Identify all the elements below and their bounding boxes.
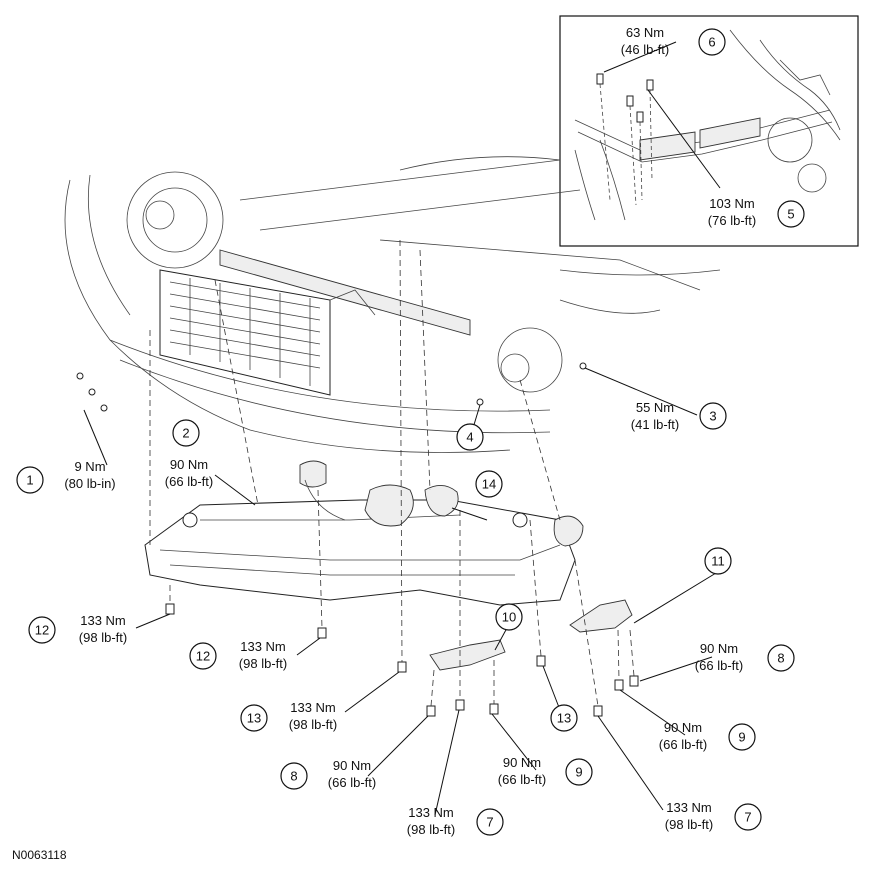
callout-10: 10 — [495, 603, 523, 631]
svg-text:12: 12 — [196, 649, 210, 664]
leader-lines — [83, 41, 721, 816]
callout-5: 5 103 Nm (76 lb-ft) — [708, 196, 805, 228]
svg-text:4: 4 — [466, 430, 473, 445]
callout-12-b: 12 133 Nm (98 lb-ft) — [189, 639, 287, 671]
svg-text:7: 7 — [744, 810, 751, 825]
callout-2: 2 90 Nm (66 lb-ft) — [165, 419, 213, 489]
svg-text:90 Nm: 90 Nm — [333, 758, 371, 773]
figure-id: N0063118 — [12, 848, 67, 862]
svg-text:(98 lb-ft): (98 lb-ft) — [79, 630, 127, 645]
svg-text:(76 lb-ft): (76 lb-ft) — [708, 213, 756, 228]
svg-text:133 Nm: 133 Nm — [408, 805, 454, 820]
svg-text:5: 5 — [787, 207, 794, 222]
svg-text:(80 lb-in): (80 lb-in) — [64, 476, 115, 491]
svg-text:103 Nm: 103 Nm — [709, 196, 755, 211]
svg-text:(66 lb-ft): (66 lb-ft) — [695, 658, 743, 673]
callout-9-a: 9 90 Nm (66 lb-ft) — [659, 720, 756, 752]
svg-text:8: 8 — [290, 769, 297, 784]
callout-7-a: 7 133 Nm (98 lb-ft) — [407, 805, 504, 837]
svg-text:(98 lb-ft): (98 lb-ft) — [665, 817, 713, 832]
callout-11: 11 — [704, 547, 732, 575]
callout-4: 4 — [456, 423, 484, 451]
callout-7-b: 7 133 Nm (98 lb-ft) — [665, 800, 762, 832]
svg-text:(41 lb-ft): (41 lb-ft) — [631, 417, 679, 432]
callout-8-b: 8 90 Nm (66 lb-ft) — [280, 758, 376, 790]
svg-text:133 Nm: 133 Nm — [240, 639, 286, 654]
svg-text:12: 12 — [35, 623, 49, 638]
svg-text:9 Nm: 9 Nm — [74, 459, 105, 474]
svg-text:2: 2 — [182, 426, 189, 441]
svg-text:7: 7 — [486, 815, 493, 830]
svg-text:6: 6 — [708, 35, 715, 50]
svg-text:(66 lb-ft): (66 lb-ft) — [328, 775, 376, 790]
svg-text:(66 lb-ft): (66 lb-ft) — [165, 474, 213, 489]
callout-1: 1 9 Nm (80 lb-in) — [16, 459, 116, 494]
svg-text:55 Nm: 55 Nm — [636, 400, 674, 415]
svg-text:90 Nm: 90 Nm — [700, 641, 738, 656]
svg-text:(98 lb-ft): (98 lb-ft) — [239, 656, 287, 671]
svg-text:13: 13 — [247, 711, 261, 726]
callout-14: 14 — [475, 470, 503, 498]
svg-text:10: 10 — [502, 610, 516, 625]
callout-12-a: 12 133 Nm (98 lb-ft) — [28, 613, 127, 645]
svg-text:13: 13 — [557, 711, 571, 726]
svg-text:133 Nm: 133 Nm — [80, 613, 126, 628]
callout-9-b: 9 90 Nm (66 lb-ft) — [498, 755, 593, 787]
svg-text:8: 8 — [777, 651, 784, 666]
svg-text:133 Nm: 133 Nm — [666, 800, 712, 815]
callout-8-a: 8 90 Nm (66 lb-ft) — [695, 641, 795, 673]
svg-text:90 Nm: 90 Nm — [503, 755, 541, 770]
svg-text:11: 11 — [711, 554, 725, 569]
svg-text:(98 lb-ft): (98 lb-ft) — [407, 822, 455, 837]
svg-text:(66 lb-ft): (66 lb-ft) — [659, 737, 707, 752]
alignment-lines — [149, 239, 635, 707]
svg-text:(98 lb-ft): (98 lb-ft) — [289, 717, 337, 732]
callout-13-a: 13 133 Nm (98 lb-ft) — [240, 700, 337, 732]
callout-3: 3 55 Nm (41 lb-ft) — [631, 400, 727, 432]
svg-text:133 Nm: 133 Nm — [290, 700, 336, 715]
svg-text:90 Nm: 90 Nm — [170, 457, 208, 472]
svg-text:3: 3 — [709, 409, 716, 424]
svg-text:63 Nm: 63 Nm — [626, 25, 664, 40]
svg-text:90 Nm: 90 Nm — [664, 720, 702, 735]
callout-6: 6 63 Nm (46 lb-ft) — [621, 25, 726, 57]
svg-text:(46 lb-ft): (46 lb-ft) — [621, 42, 669, 57]
vehicle-underbody — [64, 156, 721, 453]
svg-text:1: 1 — [26, 473, 33, 488]
fasteners — [165, 603, 639, 717]
svg-text:(66 lb-ft): (66 lb-ft) — [498, 772, 546, 787]
svg-text:9: 9 — [738, 730, 745, 745]
svg-text:9: 9 — [575, 765, 582, 780]
callout-13-b: 13 — [550, 704, 578, 732]
lower-brackets — [429, 599, 633, 671]
svg-text:14: 14 — [482, 477, 496, 492]
